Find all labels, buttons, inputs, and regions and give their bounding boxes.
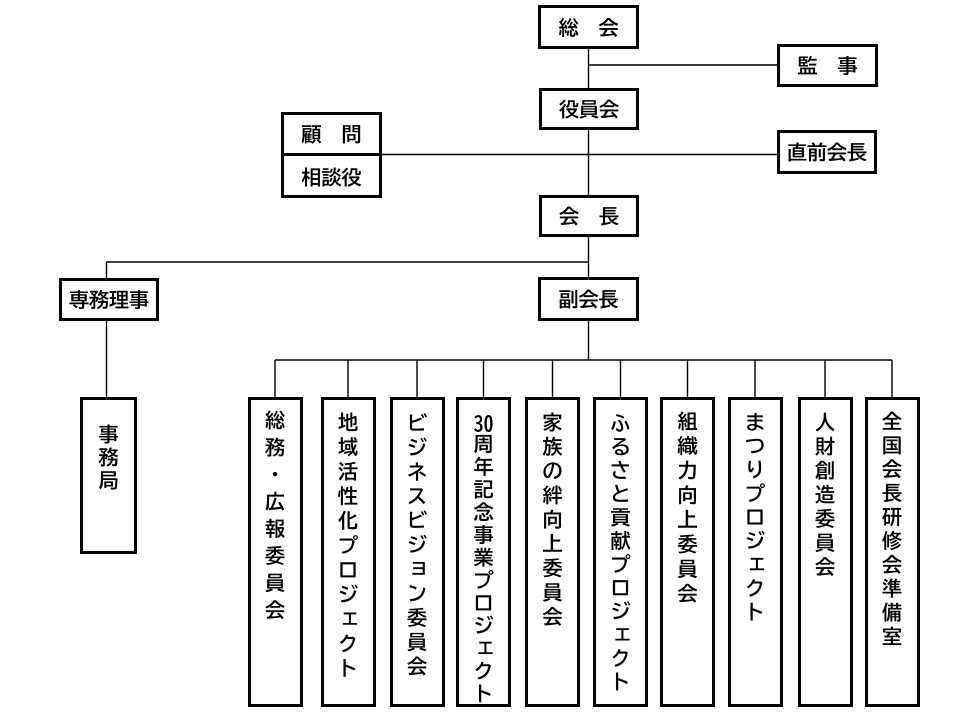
node-vice-president: 副会長 — [538, 277, 639, 321]
committee-box-7: 組織力向上委員会 — [660, 397, 715, 707]
node-counselor: 相談役 — [284, 153, 379, 192]
node-secretariat: 事務局 — [80, 397, 137, 554]
node-auditor: 監 事 — [777, 44, 878, 87]
committee-box-1: 総務・広報委員会 — [247, 397, 303, 707]
node-advisor-counselor-group: 顧 問 相談役 — [281, 112, 382, 198]
node-president: 会 長 — [539, 195, 639, 237]
committee-box-9: 人財創造委員会 — [797, 397, 853, 707]
node-immediate-past-president: 直前会長 — [777, 130, 877, 174]
node-executive-director: 専務理事 — [59, 278, 159, 321]
committee-box-2: 地域活性化プロジェクト — [320, 397, 376, 707]
committee-box-8: まつりプロジェクト — [727, 397, 783, 707]
node-general-meeting: 総 会 — [538, 5, 639, 49]
committee-box-6: ふるさと貢献プロジェクト — [593, 397, 648, 707]
node-advisor: 顧 問 — [284, 115, 379, 153]
committee-box-3: ビジネスビジョン委員会 — [389, 397, 445, 707]
committee-box-5: 家族の絆向上委員会 — [525, 397, 580, 707]
committee-box-4: 30周年記念事業プロジェクト — [456, 397, 511, 707]
node-board-of-directors: 役員会 — [539, 88, 639, 130]
committee-box-10: 全国会長研修会準備室 — [864, 397, 920, 707]
